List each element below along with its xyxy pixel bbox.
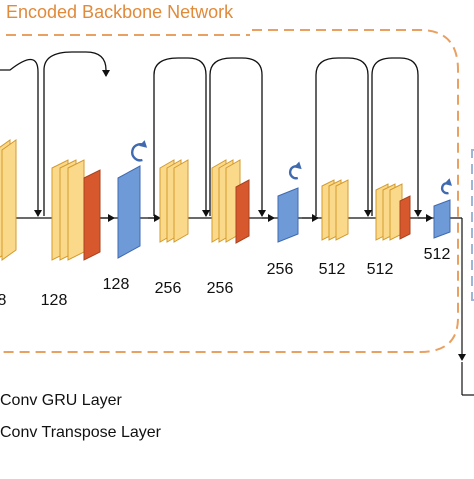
recurrent-loop-icon <box>288 161 302 180</box>
conv-layer-block <box>1 139 17 261</box>
conv-transpose-block <box>235 179 250 244</box>
skip-loop-5 <box>315 57 372 217</box>
layer-size-label: 256 <box>266 261 294 278</box>
conv-layer-block <box>173 159 189 243</box>
recurrent-loop-icon <box>131 140 148 162</box>
backbone-title: Encoded Backbone Network <box>6 2 234 22</box>
skip-loop-2 <box>43 51 110 216</box>
conv-gru-block <box>277 187 299 243</box>
skip-loop-3 <box>153 57 210 217</box>
conv-layer-block <box>335 179 349 241</box>
conv-layer-block <box>67 159 85 261</box>
legend-transpose: Conv Transpose Layer <box>0 424 161 441</box>
conv-transpose-block <box>399 195 411 240</box>
backbone-frame <box>0 29 459 353</box>
layer-size-label: 256 <box>206 280 234 297</box>
conv-gru-block <box>433 199 451 239</box>
layer-size-label: 256 <box>154 280 182 297</box>
decoder-frame <box>471 149 474 301</box>
recurrent-loop-icon <box>440 178 452 195</box>
conv-gru-block <box>117 165 141 259</box>
layer-size-label: 512 <box>318 261 346 278</box>
skip-loop-6 <box>371 57 422 217</box>
skip-loop-4 <box>209 57 266 217</box>
layer-size-label: 512 <box>366 261 394 278</box>
layer-size-label: 128 <box>40 292 68 309</box>
layer-size-label: 512 <box>423 246 451 263</box>
skip-loop-1 <box>0 58 42 217</box>
legend-gru: Conv GRU Layer <box>0 392 122 409</box>
conv-transpose-block <box>83 169 101 261</box>
layer-size-label: 128 <box>102 276 130 293</box>
layer-size-label: 8 <box>0 292 7 309</box>
